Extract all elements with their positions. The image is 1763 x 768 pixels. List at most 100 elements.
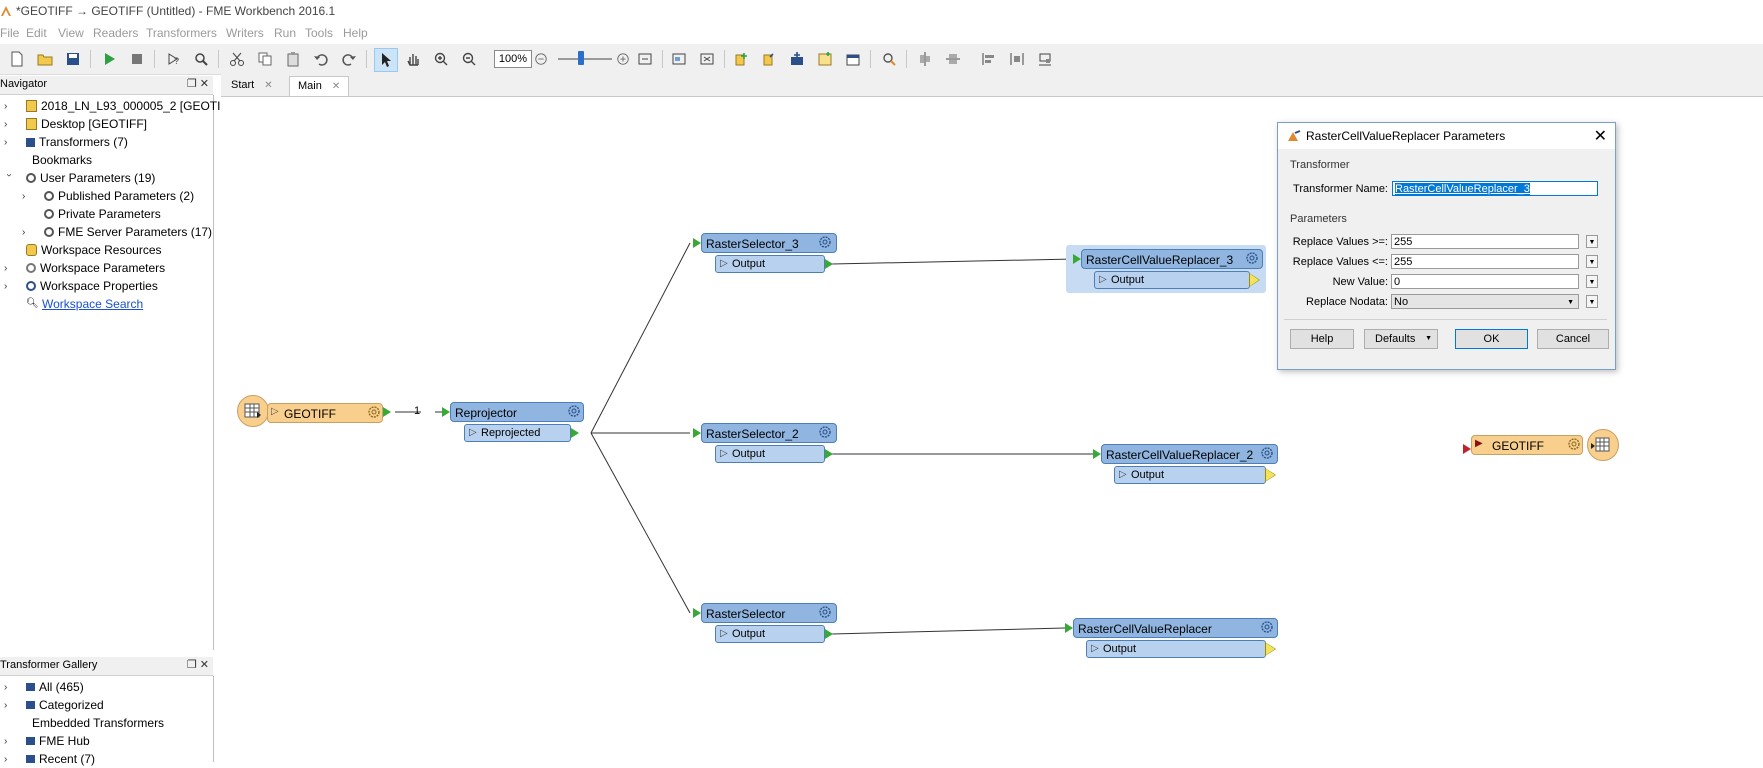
gallery-item-all[interactable]: ›All (465) [4,680,84,694]
output-port-arrow[interactable] [571,428,579,438]
input-port-arrow[interactable] [693,428,701,438]
reprojector-transformer[interactable]: Reprojector [450,402,584,422]
zoom-out-icon[interactable] [460,50,478,68]
tab-start[interactable]: Start✕ [231,79,273,91]
rastercellvaluereplacer-2-output-port[interactable]: Output [1114,466,1266,484]
expand-arrow-icon[interactable]: ▷ [271,406,279,417]
inspect-icon[interactable]: ? [164,50,182,68]
zoom-level-field[interactable]: 100% [494,50,532,68]
nav-item-bookmarks[interactable]: Bookmarks [32,153,93,167]
input-port-arrow[interactable] [1093,449,1101,459]
save-icon[interactable] [64,50,82,68]
rastercellvaluereplacer-output-port[interactable]: Output [1086,640,1266,658]
undo-icon[interactable] [312,50,330,68]
nav-item-workspace-properties[interactable]: ›Workspace Properties [4,279,158,293]
rasterselector-3-transformer[interactable]: RasterSelector_3 [701,233,837,253]
nav-item-writer[interactable]: ›Desktop [GEOTIFF] [4,117,148,131]
menu-edit[interactable]: Edit [26,26,47,40]
select-tool-icon[interactable] [374,48,398,72]
cancel-button[interactable]: Cancel [1537,329,1609,349]
rasterselector-output-port[interactable]: Output [715,625,825,643]
distribute-right-icon[interactable] [1036,50,1054,68]
add-writer-icon[interactable] [760,50,778,68]
rastercellvaluereplacer-3-transformer[interactable]: RasterCellValueReplacer_3 [1081,249,1263,269]
expand-arrow-icon[interactable]: ▶ [1475,438,1483,449]
replace-nodata-select[interactable]: No▼ [1391,294,1579,309]
add-bookmark-icon[interactable] [816,50,834,68]
zoom-fit-icon[interactable] [636,50,654,68]
add-reader-icon[interactable] [732,50,750,68]
rasterselector-transformer[interactable]: RasterSelector [701,603,837,623]
nav-item-published-parameters[interactable]: ›Published Parameters (2) [22,189,195,203]
reader-database-icon[interactable] [237,395,269,427]
unconnected-output-arrow[interactable] [1266,643,1275,655]
close-tab-icon[interactable]: ✕ [331,81,341,92]
gear-icon[interactable] [1260,446,1274,460]
nav-item-user-parameters[interactable]: ›User Parameters (19) [3,171,156,185]
gear-icon[interactable] [567,404,581,418]
menu-file[interactable]: File [0,26,20,40]
rastercellvaluereplacer-2-transformer[interactable]: RasterCellValueReplacer_2 [1101,444,1278,464]
tab-main[interactable]: Main✕ [289,76,350,96]
panel-float-close-icon[interactable]: ❐ ✕ [186,78,209,90]
gear-icon[interactable] [818,235,832,249]
output-port-arrow[interactable] [825,629,833,639]
close-tab-icon[interactable]: ✕ [264,80,273,91]
chevron-down-icon[interactable]: ▼ [1586,275,1598,288]
paste-icon[interactable] [284,50,302,68]
help-button[interactable]: Help [1290,329,1354,349]
chevron-down-icon[interactable]: ▼ [1586,235,1598,248]
redo-icon[interactable] [340,50,358,68]
find-icon[interactable] [192,50,210,68]
menu-transformers[interactable]: Transformers [146,26,217,40]
output-port-arrow[interactable] [825,259,833,269]
menu-readers[interactable]: Readers [93,26,139,40]
gear-icon[interactable] [1567,437,1581,451]
reprojected-port[interactable]: Reprojected [464,424,571,442]
new-value-input[interactable]: 0 [1391,274,1579,289]
add-annotation-icon[interactable] [844,50,862,68]
chevron-down-icon[interactable]: ▼ [1586,255,1598,268]
fullscreen-icon[interactable] [698,50,716,68]
replace-max-input[interactable]: 255 [1391,254,1579,269]
close-icon[interactable]: ✕ [1593,128,1607,145]
distribute-center-icon[interactable] [1008,50,1026,68]
parameters-icon[interactable] [880,50,898,68]
nav-item-fme-server-parameters[interactable]: ›FME Server Parameters (17) [22,225,213,239]
rasterselector-3-output-port[interactable]: Output [715,255,825,273]
reader-feature-type[interactable]: GEOTIFF [267,403,383,423]
output-port-arrow[interactable] [825,449,833,459]
rastercellvaluereplacer-3-output-port[interactable]: Output [1094,271,1250,289]
zoom-slider-track[interactable] [558,58,612,60]
align-left-icon[interactable] [916,50,934,68]
gallery-item-categorized[interactable]: ›Categorized [4,698,104,712]
nav-item-workspace-parameters[interactable]: ›Workspace Parameters [4,261,166,275]
nav-item-private-parameters[interactable]: Private Parameters [22,205,161,223]
distribute-left-icon[interactable] [980,50,998,68]
gear-icon[interactable] [1260,620,1274,634]
gallery-item-embedded[interactable]: Embedded Transformers [32,716,165,730]
zoom-minus-icon[interactable] [534,50,548,68]
input-port-arrow[interactable] [442,407,450,417]
menu-run[interactable]: Run [274,26,297,40]
unconnected-output-arrow[interactable] [1250,274,1259,286]
zoom-slider-thumb[interactable] [578,51,584,65]
new-icon[interactable] [8,50,26,68]
add-transformer-icon[interactable] [788,50,806,68]
writer-input-arrow[interactable] [1463,444,1471,454]
cut-icon[interactable] [228,50,246,68]
gallery-item-fme-hub[interactable]: ›FME Hub [4,734,90,748]
menu-writers[interactable]: Writers [226,26,264,40]
menu-view[interactable]: View [58,26,84,40]
input-port-arrow[interactable] [693,608,701,618]
rastercellvaluereplacer-transformer[interactable]: RasterCellValueReplacer [1073,618,1278,638]
ok-button[interactable]: OK [1455,329,1528,349]
stop-icon[interactable] [128,50,146,68]
nav-item-reader[interactable]: ›2018_LN_L93_000005_2 [GEOTIF... [4,99,237,113]
gear-icon[interactable] [1245,251,1259,265]
input-port-arrow[interactable] [1073,254,1081,264]
nav-item-transformers[interactable]: ›Transformers (7) [4,135,128,149]
panel-float-close-icon[interactable]: ❐ ✕ [186,659,209,671]
gallery-item-recent[interactable]: ›Recent (7) [4,752,96,766]
run-icon[interactable] [100,50,118,68]
